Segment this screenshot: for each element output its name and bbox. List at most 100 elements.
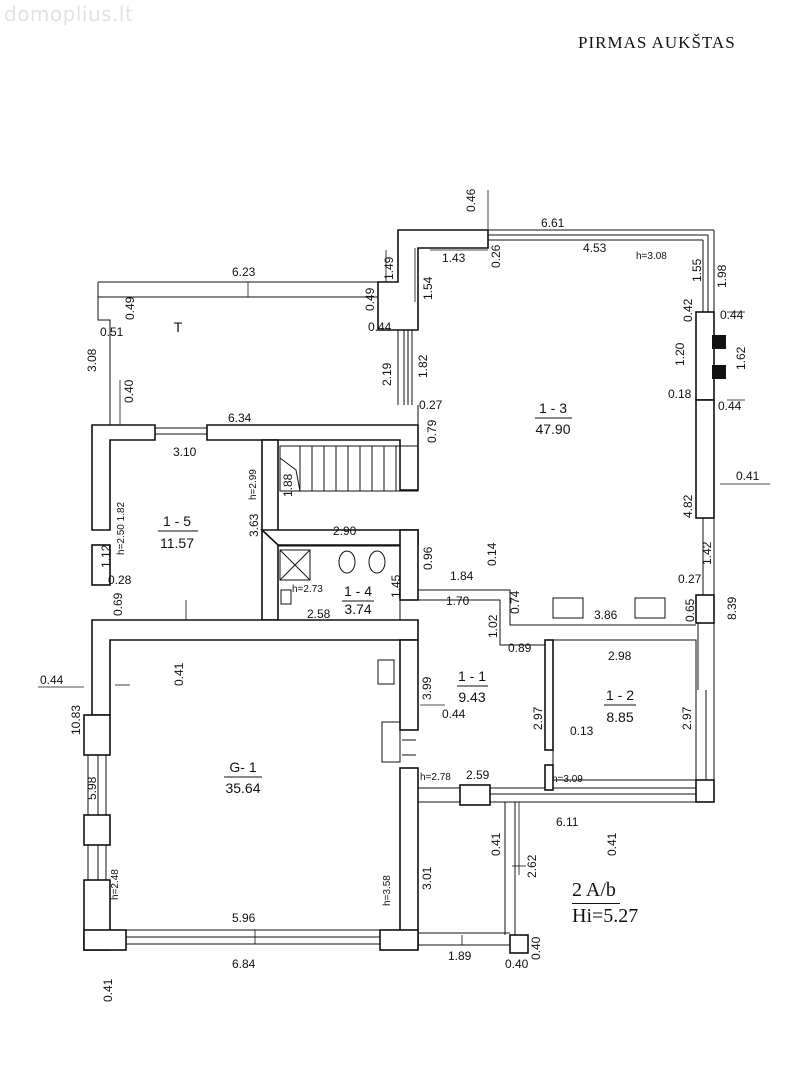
dimension-label: 8.39 bbox=[725, 596, 739, 620]
dimension-label: h=2.78 bbox=[420, 772, 451, 783]
dimension-label: 2.58 bbox=[307, 607, 331, 621]
dimension-label: 1.54 bbox=[421, 276, 435, 300]
room-code: 1 - 5 bbox=[163, 513, 191, 529]
chimney-flue-icon bbox=[712, 365, 726, 379]
dimension-label: 1.02 bbox=[486, 614, 500, 638]
terrace-left-wall bbox=[97, 282, 111, 425]
dimension-label: 0.44 bbox=[40, 673, 64, 687]
dimension-labels: 0.46 6.61 4.53 h=3.08 1.43 0.26 1.55 1.9… bbox=[40, 188, 760, 1002]
dimension-label: h=3.08 bbox=[636, 251, 667, 262]
dimension-label: 6.34 bbox=[228, 411, 252, 425]
room-area: 11.57 bbox=[160, 535, 194, 551]
staircase bbox=[279, 445, 419, 492]
walls bbox=[83, 229, 726, 954]
dimension-label: 3.01 bbox=[420, 866, 434, 890]
dimension-label: 1.98 bbox=[715, 264, 729, 288]
wall-notch bbox=[377, 229, 489, 331]
dimension-label: 0.41 bbox=[172, 662, 186, 686]
dimension-label: 0.89 bbox=[508, 641, 532, 655]
dimension-label: 0.14 bbox=[485, 542, 499, 566]
dimension-label: 5.98 bbox=[85, 776, 99, 800]
dimension-label: 0.42 bbox=[681, 298, 695, 322]
dimension-label: 2.97 bbox=[680, 706, 694, 730]
shower-icon bbox=[279, 549, 311, 581]
dimension-label: 0.41 bbox=[605, 832, 619, 856]
room-area: 9.43 bbox=[458, 689, 485, 705]
dimension-label: 0.65 bbox=[683, 598, 697, 622]
toilet-icon bbox=[338, 550, 356, 574]
dimension-label: 0.46 bbox=[464, 188, 478, 212]
room-code: G- 1 bbox=[229, 759, 256, 775]
dimension-label: 4.53 bbox=[583, 241, 607, 255]
room-area: 35.64 bbox=[225, 780, 260, 796]
dimension-label: 0.69 bbox=[111, 592, 125, 616]
dimension-label: 0.44 bbox=[368, 320, 392, 334]
dimension-label: 0.41 bbox=[101, 978, 115, 1002]
stamp-line1: 2 A/b bbox=[572, 878, 620, 904]
dimension-label: 4.82 bbox=[681, 494, 695, 518]
watermark: domoplius.lt bbox=[4, 2, 134, 26]
room-code: T bbox=[174, 319, 183, 335]
dimension-label: 1.82 bbox=[416, 354, 430, 378]
wall-1-5-topleft bbox=[91, 424, 156, 531]
dimension-label: h=3.58 bbox=[382, 875, 393, 906]
dimension-label: 1.45 bbox=[389, 574, 403, 598]
dimension-label: h=2.73 bbox=[292, 584, 323, 595]
dimension-label: 0.40 bbox=[529, 936, 543, 960]
dimension-label: 0.51 bbox=[100, 325, 124, 339]
sink-icon bbox=[368, 550, 386, 574]
dimension-label: 6.84 bbox=[232, 957, 256, 971]
dimension-label: 1.49 bbox=[382, 256, 396, 280]
dimension-label: 2.90 bbox=[333, 524, 357, 538]
dimension-label: 0.27 bbox=[678, 572, 702, 586]
page-title: PIRMAS AUKŠTAS bbox=[578, 33, 736, 52]
dimension-label: 1.20 bbox=[673, 342, 687, 366]
dimension-label: 3.99 bbox=[420, 676, 434, 700]
dimension-label: 6.23 bbox=[232, 265, 256, 279]
dimension-label: 3.10 bbox=[173, 445, 197, 459]
dimension-label: 6.11 bbox=[556, 815, 579, 829]
dimension-label: 10.83 bbox=[69, 705, 83, 735]
dimension-label: h=2.50 1.82 bbox=[116, 501, 127, 555]
room-area: 8.85 bbox=[606, 709, 633, 725]
chimney-flue-icon bbox=[712, 335, 726, 349]
chimney-block bbox=[695, 311, 715, 401]
dimension-label: 2.97 bbox=[531, 706, 545, 730]
dimension-label: 0.40 bbox=[505, 957, 529, 971]
dimension-label: 0.41 bbox=[736, 469, 760, 483]
room-area: 3.74 bbox=[344, 601, 371, 617]
dimension-label: 2.62 bbox=[525, 854, 539, 878]
room-labels: T 1 - 3 47.90 1 - 5 11.57 1 - 4 3.74 1 -… bbox=[158, 319, 636, 796]
dimension-label: 0.13 bbox=[570, 724, 594, 738]
dimension-label: 1.70 bbox=[446, 594, 470, 608]
dimension-label: 0.44 bbox=[720, 308, 744, 322]
dimension-label: 0.40 bbox=[122, 379, 136, 403]
wall-above-garage bbox=[91, 619, 419, 716]
dimension-label: 3.08 bbox=[85, 348, 99, 372]
dimension-label: 0.26 bbox=[489, 244, 503, 268]
dimension-label: 1.62 bbox=[734, 346, 748, 370]
dimension-label: 0.96 bbox=[421, 546, 435, 570]
dimension-label: 0.18 bbox=[668, 387, 692, 401]
room-code: 1 - 2 bbox=[606, 687, 634, 703]
dimension-label: 2.59 bbox=[466, 768, 490, 782]
dimension-label: 1.12 bbox=[99, 544, 113, 568]
dimension-label: h=3.09 bbox=[552, 774, 583, 785]
category-stamp: 2 A/b Hi=5.27 bbox=[572, 878, 638, 928]
dimension-label: 0.28 bbox=[108, 573, 132, 587]
dimension-label: 5.96 bbox=[232, 911, 256, 925]
dimension-label: 1.43 bbox=[442, 251, 466, 265]
dimension-label: h=2.99 bbox=[248, 469, 259, 500]
dimension-label: 1.42 bbox=[700, 541, 714, 565]
room-code: 1 - 4 bbox=[344, 583, 372, 599]
dimension-label: 1.84 bbox=[450, 569, 474, 583]
room-code: 1 - 3 bbox=[539, 400, 567, 416]
dimension-label: 0.27 bbox=[419, 398, 443, 412]
dimension-label: 1.89 bbox=[448, 949, 472, 963]
dimension-label: 0.74 bbox=[508, 590, 522, 614]
dimension-label: 1.88 bbox=[281, 473, 295, 497]
dimension-label: 1.55 bbox=[690, 258, 704, 282]
room-area: 47.90 bbox=[535, 421, 570, 437]
dimension-label: 0.79 bbox=[425, 419, 439, 443]
